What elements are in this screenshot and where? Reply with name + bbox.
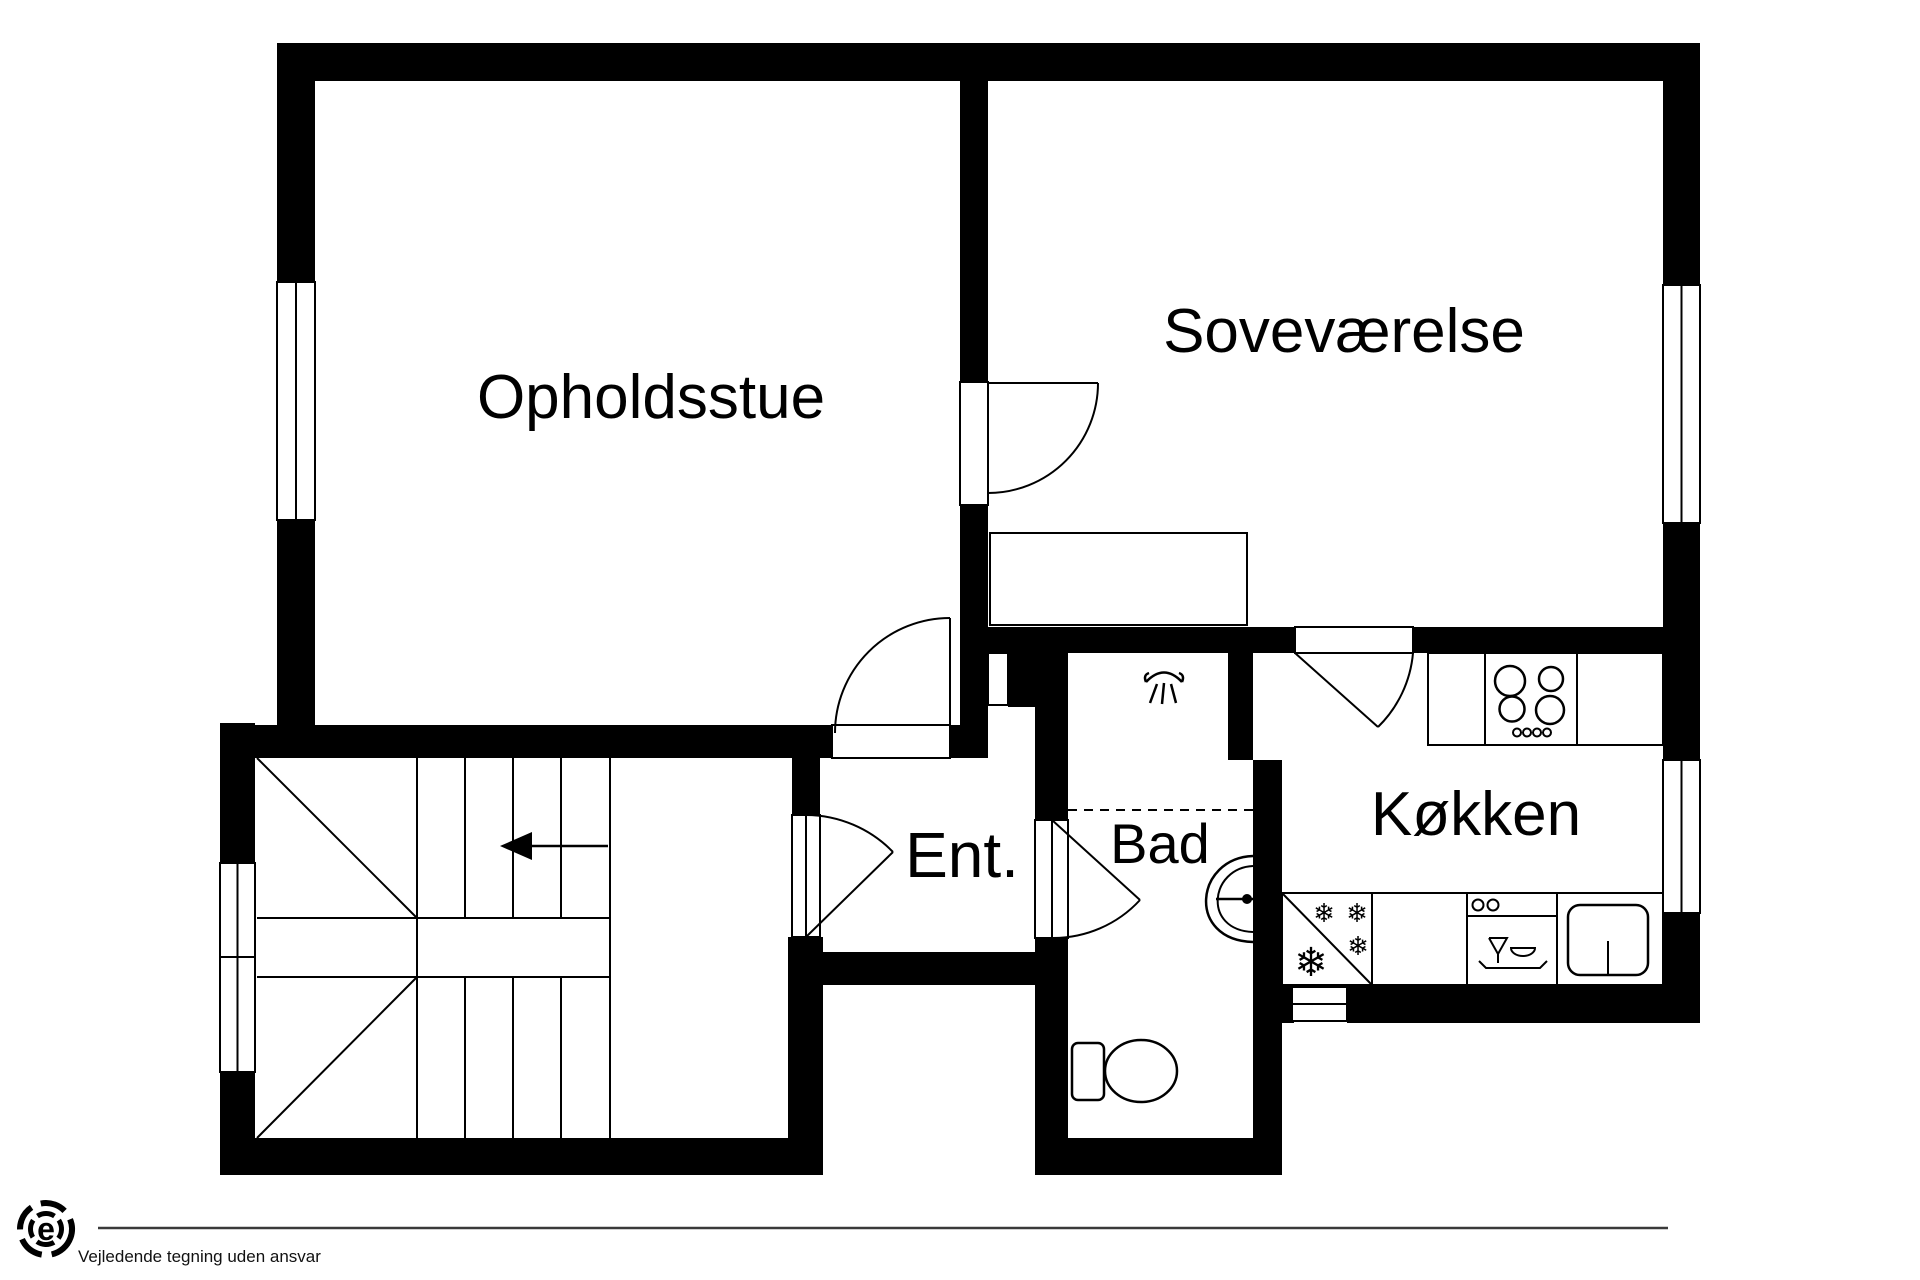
room-label-opholdsstue: Opholdsstue xyxy=(477,363,825,432)
wall-ent-left-stub xyxy=(792,758,820,815)
room-label-sovevaerelse: Soveværelse xyxy=(1163,297,1525,366)
snowflake-icon: ❄ xyxy=(1313,898,1335,928)
windows xyxy=(219,281,1701,1073)
walls xyxy=(220,43,1700,1175)
stair-diagonal-upper xyxy=(256,757,418,919)
window-kitchen-right xyxy=(1662,759,1701,914)
logo-letter: e xyxy=(37,1211,55,1247)
room-label-bad: Bad xyxy=(1110,812,1210,875)
wall-right-middle xyxy=(1663,523,1700,760)
door-bedroom-kitchen xyxy=(1294,626,1414,728)
fridge-freezer-icon: ❄ ❄ ❄ ❄ xyxy=(1281,892,1373,986)
wall-bad-top xyxy=(960,627,1295,653)
wall-bad-left-upper xyxy=(1035,653,1068,820)
snowflake-icon: ❄ xyxy=(1347,931,1369,961)
room-label-ent: Ent. xyxy=(905,819,1019,891)
staircase xyxy=(256,757,611,1139)
door-entrance xyxy=(791,814,894,938)
dishwasher-icon xyxy=(1467,898,1557,969)
wall-kitchen-bottom xyxy=(1347,985,1700,1023)
wall-top xyxy=(277,43,1700,81)
shower-icon xyxy=(1143,671,1185,705)
door-ent-bad xyxy=(1034,819,1141,940)
counter-top-row xyxy=(1427,652,1664,746)
wall-kitchen-top xyxy=(1413,627,1663,653)
wall-ent-bottom xyxy=(823,952,1068,985)
kitchen-sink-icon xyxy=(1566,903,1650,977)
stove-icon xyxy=(1493,664,1566,738)
wall-left-upper xyxy=(277,81,315,282)
footer: e Vejledende tegning uden ansvar xyxy=(17,1200,1668,1266)
counter-bottom-row: ❄ ❄ ❄ ❄ xyxy=(1281,892,1664,986)
wall-right-upper xyxy=(1663,81,1700,285)
stair-diagonal-lower xyxy=(256,976,418,1139)
room-label-koekken: Køkken xyxy=(1371,780,1581,849)
wall-left-lower xyxy=(277,520,315,725)
wall-stair-bottom xyxy=(220,1138,823,1175)
bathroom-fixtures xyxy=(1068,671,1258,1104)
washbasin-icon xyxy=(1204,854,1258,944)
room-labels: Opholdsstue Soveværelse Køkken Ent. Bad xyxy=(477,297,1581,891)
direction-arrow-icon xyxy=(500,832,608,860)
toilet-icon xyxy=(1070,1038,1179,1104)
window-livingroom-left xyxy=(276,281,316,521)
wall-room-divider-upper xyxy=(960,81,988,382)
wall-bad-bottom xyxy=(1068,1138,1253,1175)
wall-bad-right-column xyxy=(1228,653,1253,760)
door-bedroom xyxy=(959,381,1099,506)
kitchen-counters: ❄ ❄ ❄ ❄ xyxy=(1281,652,1664,986)
window-bedroom-right xyxy=(1662,284,1701,524)
snowflake-icon: ❄ xyxy=(1346,898,1368,928)
snowflake-icon: ❄ xyxy=(1294,941,1328,985)
window-stairwell-left xyxy=(219,862,256,1073)
door-livingroom-ent xyxy=(831,617,951,759)
doors xyxy=(791,381,1414,940)
wall-corridor-right xyxy=(788,937,823,1175)
wardrobe-icon xyxy=(989,532,1248,626)
wall-bad-right xyxy=(1253,760,1282,1175)
footer-disclaimer: Vejledende tegning uden ansvar xyxy=(78,1247,321,1266)
shaft-niche xyxy=(987,652,1009,706)
company-logo: e xyxy=(17,1200,75,1258)
wall-livingroom-bottom xyxy=(220,725,832,758)
window-kitchen-bottom xyxy=(1291,986,1348,1022)
